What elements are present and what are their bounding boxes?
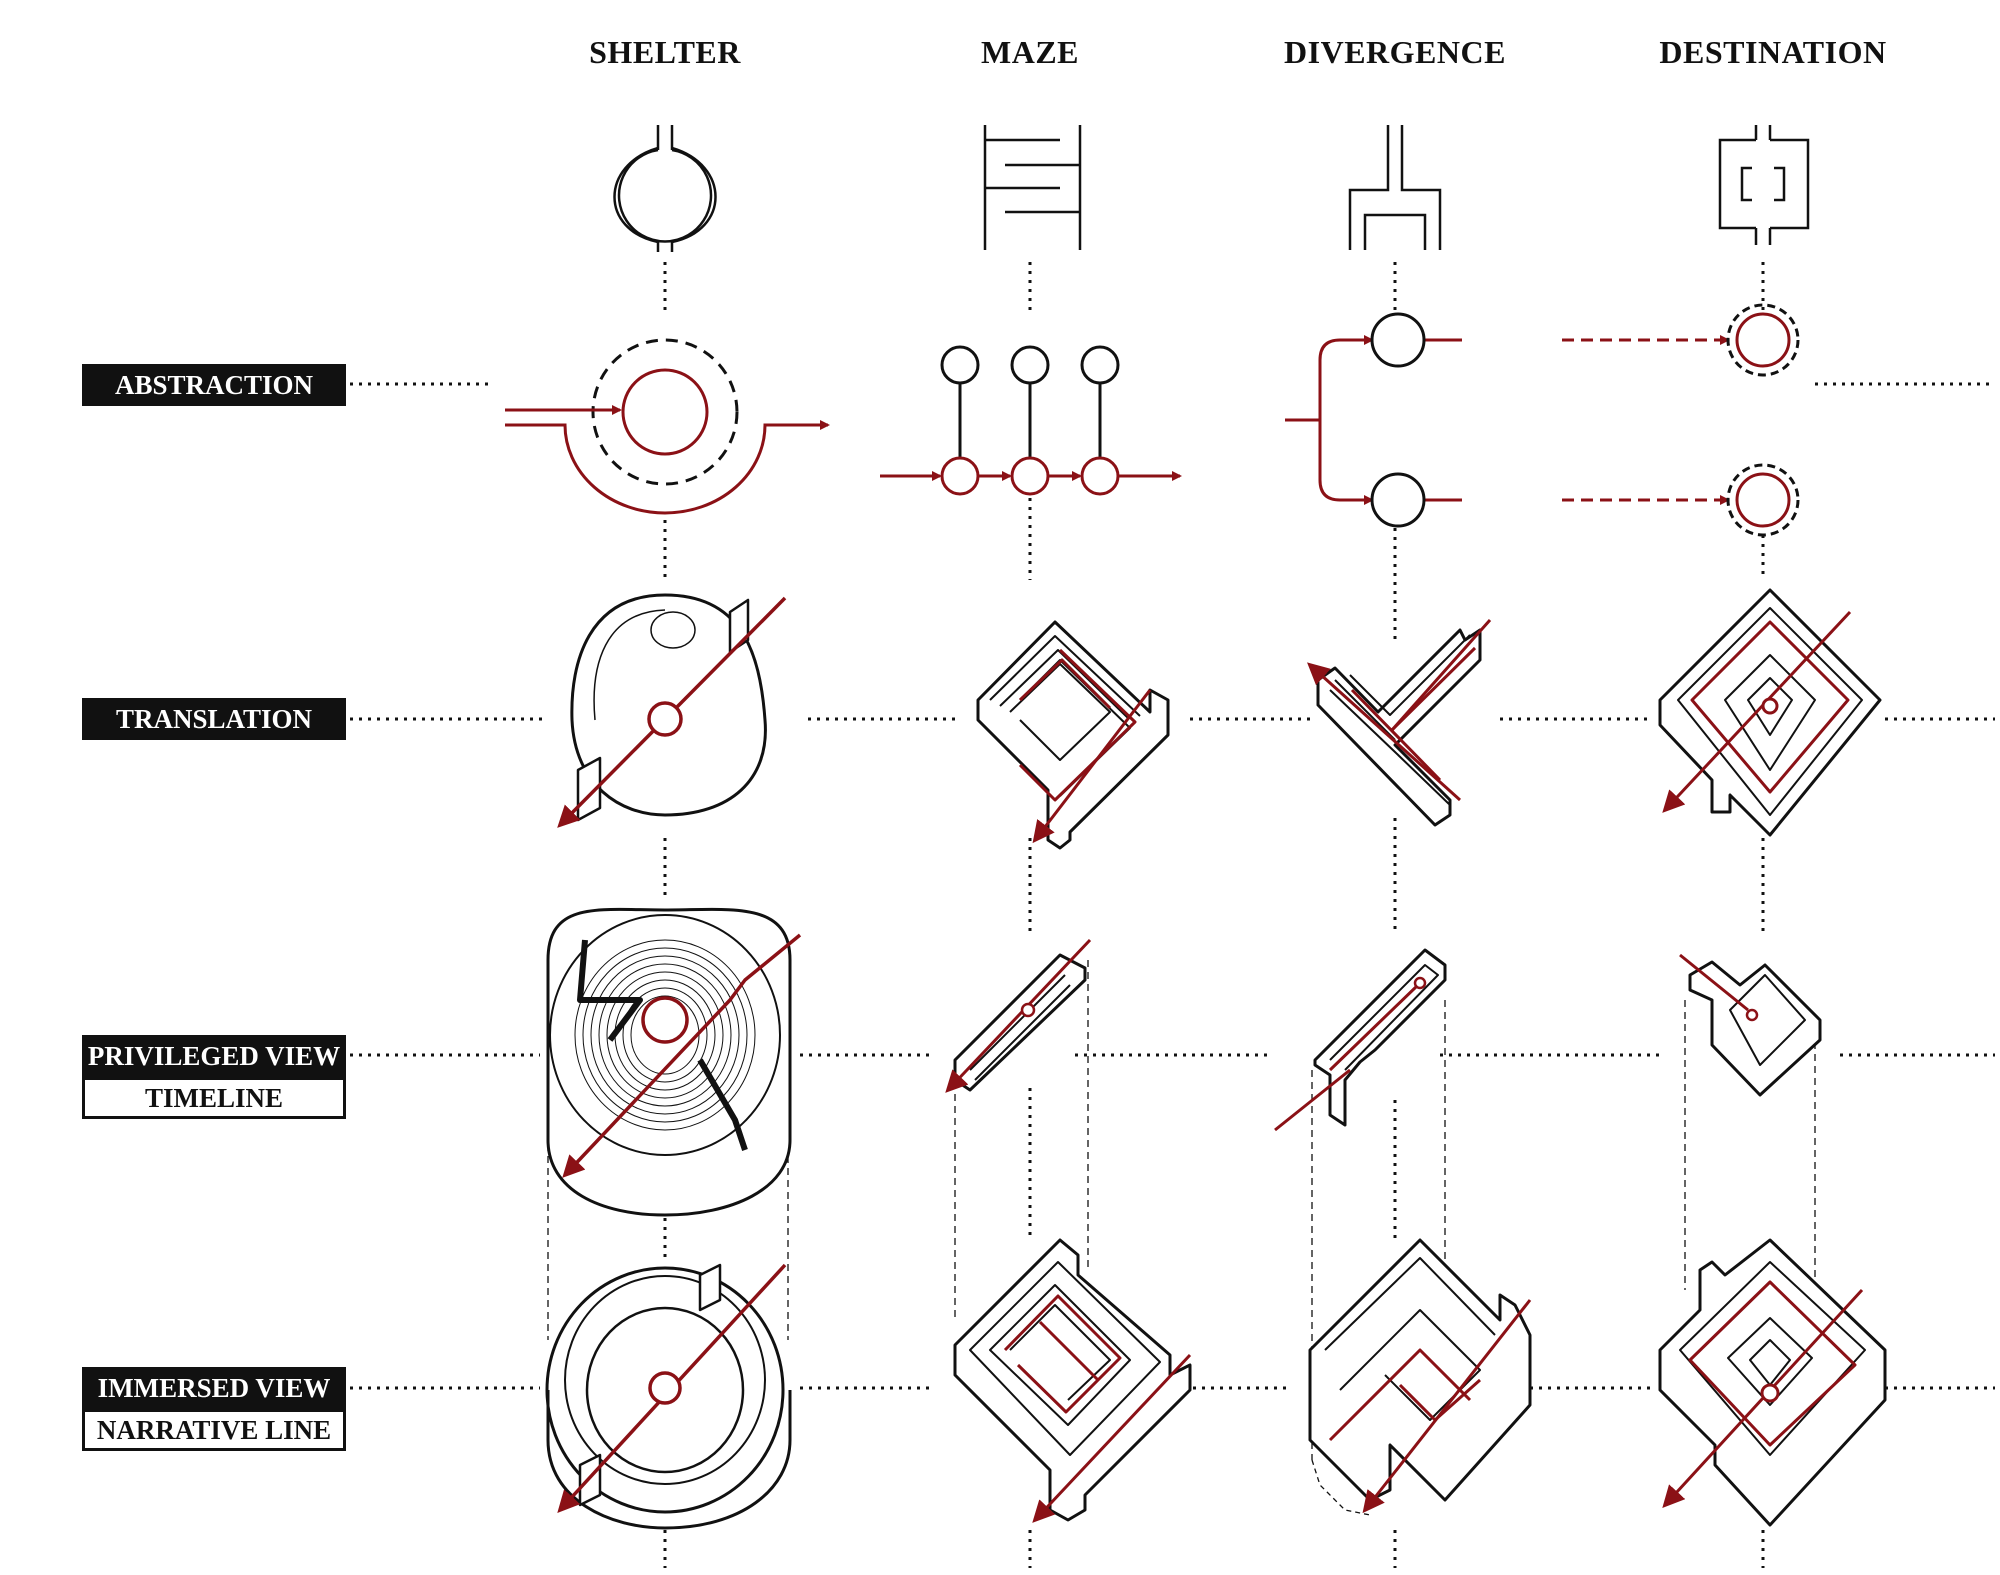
dotted-guide-lines	[350, 262, 1995, 1568]
immersed-maze	[953, 1238, 1192, 1523]
divergence-symbol	[1348, 125, 1442, 250]
column-header-destination: DESTINATION	[1659, 34, 1887, 70]
spiral-rings	[574, 939, 756, 1131]
column-header-shelter: SHELTER	[589, 34, 741, 70]
immersed-divergence	[1308, 1238, 1532, 1516]
symbol-row	[613, 125, 1810, 252]
privileged-view-row	[546, 907, 1822, 1217]
maze-symbol	[983, 125, 1082, 250]
privileged-divergence	[1274, 948, 1447, 1132]
translation-divergence	[1307, 619, 1492, 827]
abstraction-row	[505, 303, 1800, 537]
row-label-immersed-view: IMMERSED VIEW	[82, 1367, 346, 1409]
abstraction-shelter	[505, 338, 830, 515]
translation-maze	[976, 620, 1170, 850]
shelter-symbol	[613, 125, 717, 252]
column-header-maze: MAZE	[981, 34, 1079, 70]
row-label-translation: TRANSLATION	[82, 698, 346, 740]
privileged-shelter	[546, 907, 802, 1217]
row-label-narrative-line: NARRATIVE LINE	[82, 1409, 346, 1451]
translation-destination	[1658, 588, 1882, 837]
privileged-maze	[945, 938, 1092, 1093]
immersed-view-row	[545, 1238, 1887, 1530]
row-label-timeline: TIMELINE	[82, 1077, 346, 1119]
column-header-divergence: DIVERGENCE	[1284, 34, 1506, 70]
translation-row	[557, 588, 1882, 850]
abstraction-divergence	[1285, 312, 1462, 528]
abstraction-destination	[1562, 303, 1800, 537]
immersed-destination	[1658, 1238, 1887, 1527]
row-label-abstraction: ABSTRACTION	[82, 364, 346, 406]
privileged-destination	[1679, 953, 1822, 1097]
row-label-privileged-view: PRIVILEGED VIEW	[82, 1035, 346, 1077]
immersed-shelter	[545, 1263, 792, 1530]
translation-shelter	[557, 593, 787, 828]
destination-symbol	[1718, 125, 1810, 245]
abstraction-maze	[880, 345, 1182, 496]
